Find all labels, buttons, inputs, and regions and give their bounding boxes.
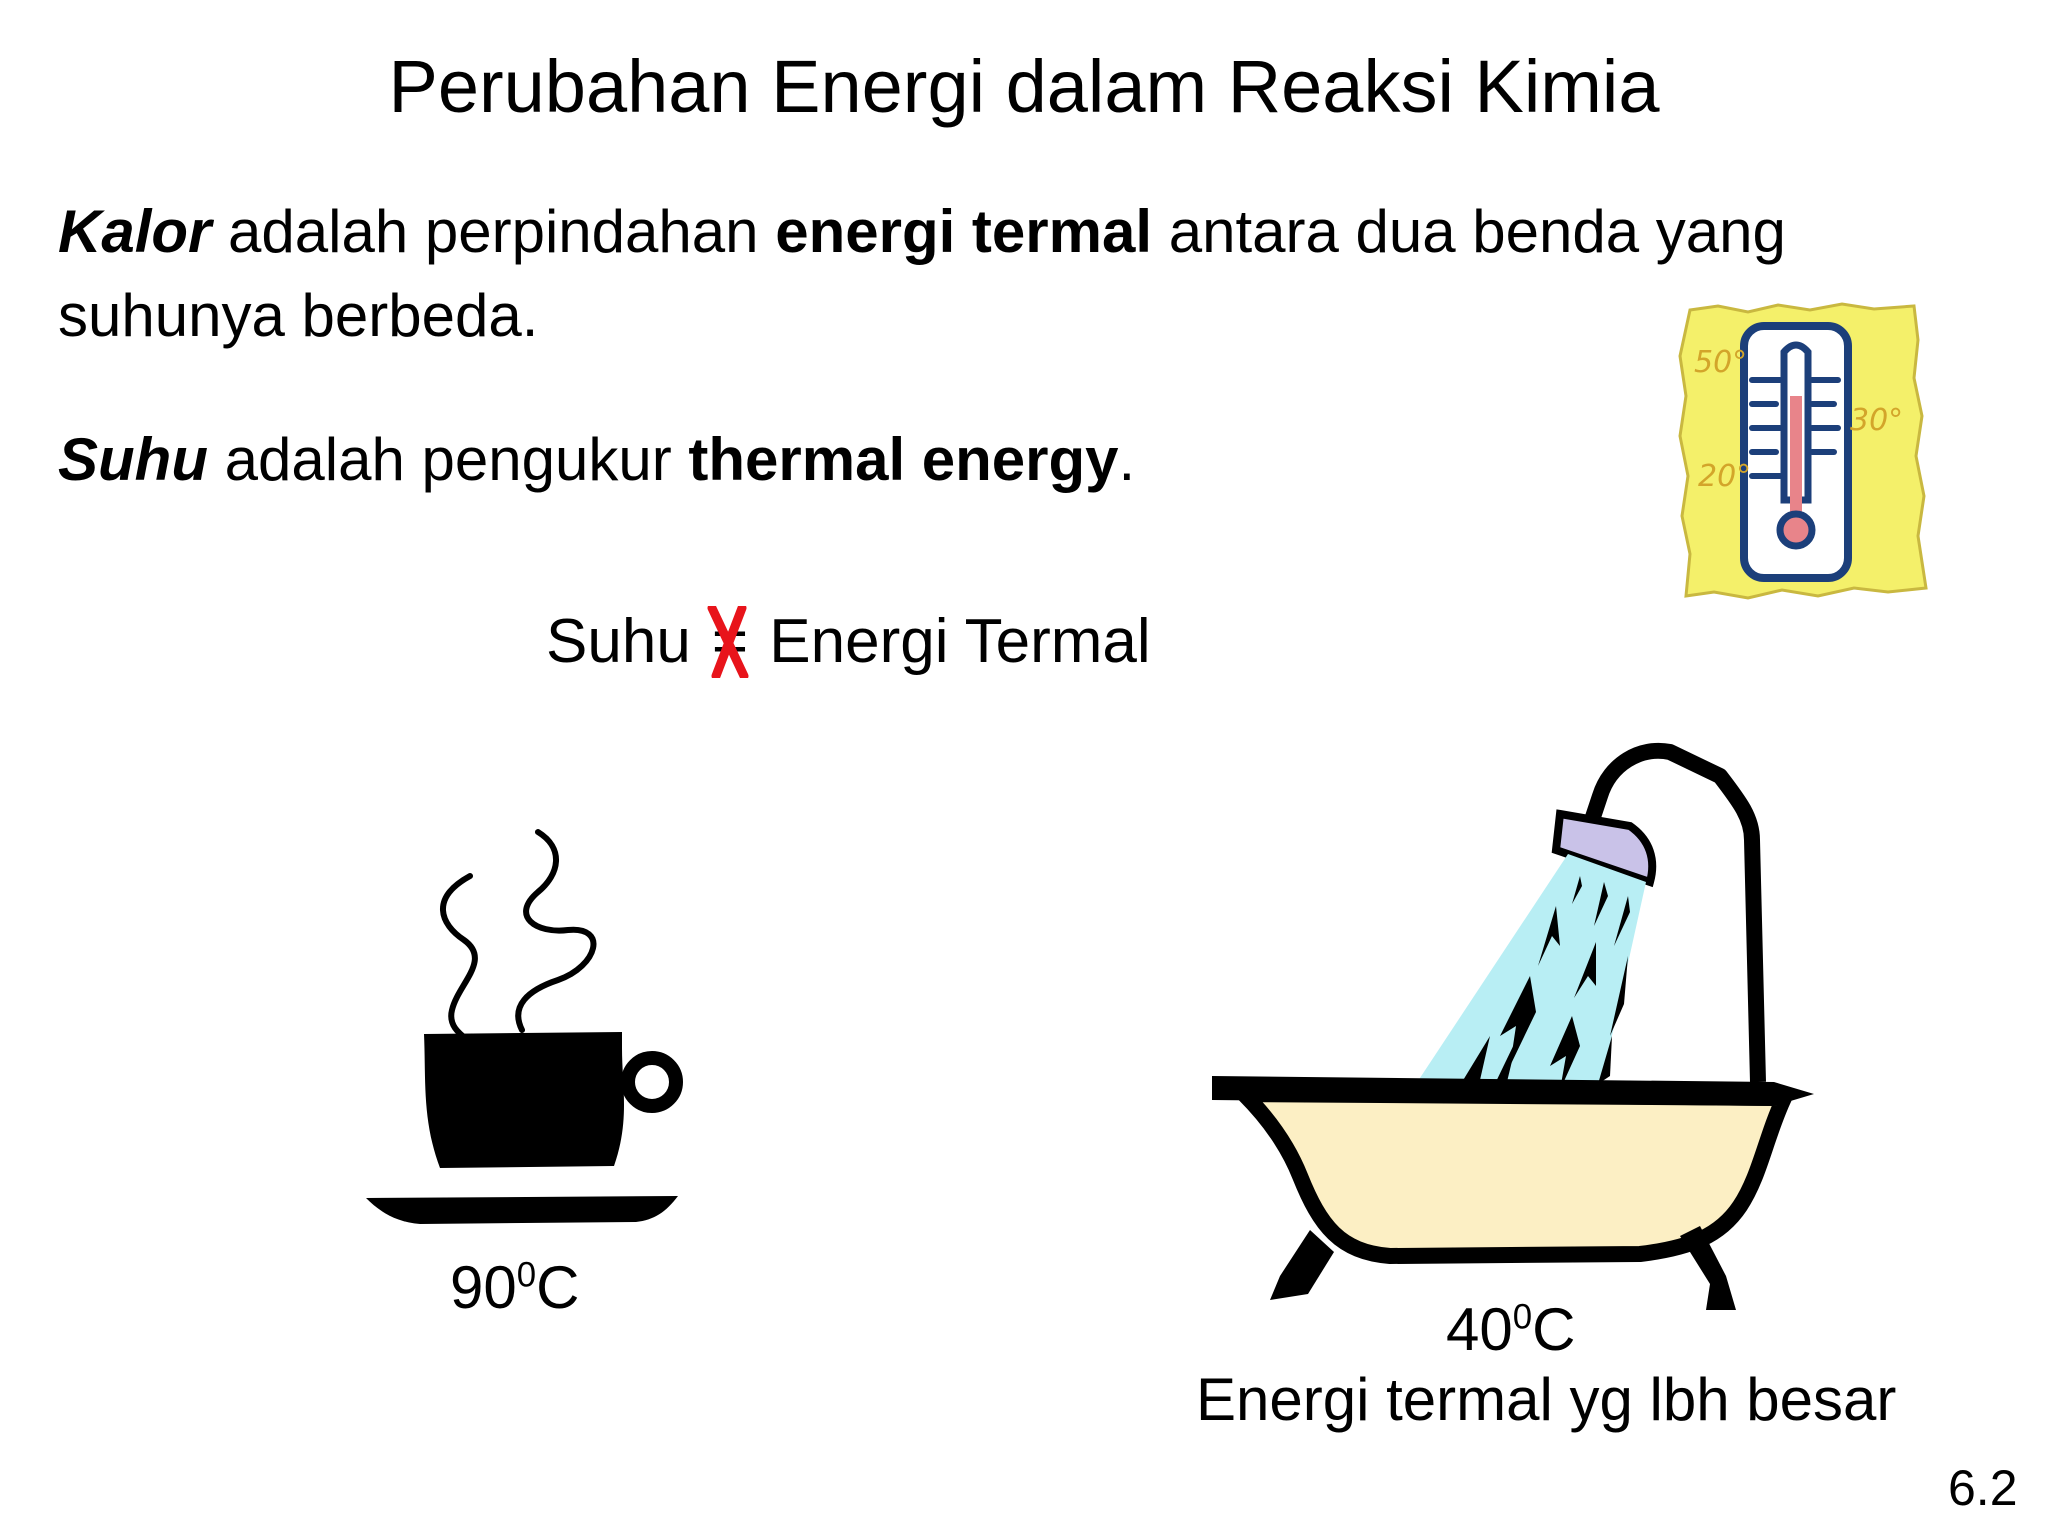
bathtub-rim [1212, 1076, 1814, 1106]
bathtub-foot-left [1270, 1230, 1334, 1300]
inequality-right: Energi Termal [752, 607, 1151, 676]
thermometer-icon: 50° 30° 20° [1678, 302, 1928, 600]
definition-suhu-text-1: adalah pengukur [207, 426, 689, 493]
term-kalor: Kalor [58, 198, 212, 265]
water-stream [1412, 854, 1646, 1090]
bathtub-foot-right [1680, 1226, 1736, 1310]
cup-temperature: 900C [450, 1252, 579, 1324]
bath-temperature: 400C [1446, 1294, 1575, 1366]
bath-caption: Energi termal yg lbh besar [1196, 1366, 1897, 1433]
cup-temp-unit: C [536, 1254, 580, 1321]
thermometer-mercury [1790, 396, 1802, 516]
definition-kalor-bold: energi termal [775, 198, 1153, 265]
slide-number: 6.2 [1948, 1460, 2018, 1516]
coffee-cup-icon [366, 829, 683, 1224]
not-equal-mark: = [707, 602, 752, 682]
definition-kalor-text-1: adalah perpindahan [211, 198, 776, 265]
cup-handle [621, 1051, 683, 1113]
definition-suhu: Suhu adalah pengukur thermal energy. [58, 418, 1558, 502]
shower-head [1551, 809, 1657, 888]
bathtub-icon [1212, 742, 1814, 1310]
steam-icon [440, 829, 597, 1045]
thermometer-label-20: 20° [1698, 459, 1751, 494]
definition-kalor: Kalor adalah perpindahan energi termal a… [58, 190, 1898, 358]
thermometer-bulb [1776, 510, 1816, 550]
thermometer-label-50: 50° [1694, 345, 1747, 380]
cup-temp-superscript: 0 [516, 1255, 537, 1295]
term-suhu: Suhu [58, 426, 208, 493]
bath-temp-superscript: 0 [1512, 1297, 1533, 1337]
shower-icon [1412, 742, 1766, 1090]
bathtub-basin [1236, 1086, 1792, 1264]
inequality-statement: Suhu = Energi Termal [546, 602, 1151, 682]
definition-kalor-text-2: antara dua benda yang suhunya berbeda. [58, 198, 1786, 349]
cup-temp-value: 90 [450, 1254, 517, 1321]
cross-icon [707, 606, 749, 678]
definition-suhu-bold: thermal energy [688, 426, 1119, 493]
bath-temp-unit: C [1532, 1296, 1576, 1363]
slide-title: Perubahan Energi dalam Reaksi Kimia [388, 45, 1660, 128]
saucer [366, 1196, 678, 1224]
thermometer-label-30: 30° [1850, 403, 1903, 438]
inequality-left: Suhu [546, 607, 709, 676]
definition-suhu-text-2: . [1118, 426, 1136, 493]
bath-temp-value: 40 [1446, 1296, 1513, 1363]
cup-body [424, 1032, 624, 1168]
